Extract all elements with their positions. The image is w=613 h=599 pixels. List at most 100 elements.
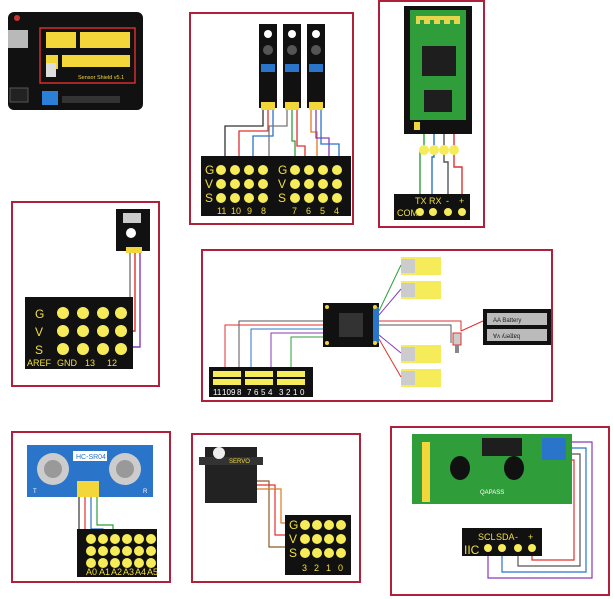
us-pin-a1: A1 (99, 567, 110, 577)
bluetooth-module (404, 6, 472, 134)
pin-label-5: 5 (320, 206, 325, 216)
pin-label-12: 12 (107, 358, 117, 368)
motor-pin-0: 0 (300, 388, 305, 397)
motor-pin-3: 3 (279, 388, 284, 397)
servo-label: SERVO (229, 459, 250, 465)
pin-label-11: 11 (217, 206, 226, 216)
line-tracking-header: G V S G V S 11 10 9 8 7 6 5 4 (201, 156, 351, 216)
iic-header: SCL SDA - + IIC (462, 528, 542, 557)
pin-label-8: 8 (261, 206, 266, 216)
pin-label-7: 7 (292, 206, 297, 216)
panel-lcd: QAPASS SCL SDA - + IIC (390, 426, 610, 596)
servo-label-g: G (289, 518, 298, 532)
lcd-module: QAPASS (412, 434, 572, 504)
battery-label: AA Battery (493, 318, 521, 324)
bluetooth-wires (419, 134, 463, 200)
motor-pin-2: 2 (286, 388, 291, 397)
label-s-2: S (278, 191, 286, 205)
panel-line-tracking: G V S G V S 11 10 9 8 7 6 5 4 (189, 12, 354, 225)
servo-header: G V S 3 2 1 0 (285, 515, 351, 575)
servo-label-v: V (289, 532, 297, 546)
motor-pin-4: 4 (268, 388, 273, 397)
servo-pin-0: 0 (338, 563, 343, 573)
lcd-pin-sda: SDA (496, 532, 515, 542)
bluetooth-pin-circles (419, 145, 459, 155)
line-sensor-module-1 (259, 24, 277, 110)
servo-pin-1: 1 (326, 563, 331, 573)
us-pin-a5: A5 (147, 567, 158, 577)
com-label: COM (397, 208, 418, 218)
lcd-pin-minus: - (515, 532, 518, 542)
driver-to-header-wires (224, 320, 323, 369)
sensor-header: G V S AREF GND 13 12 (25, 297, 133, 369)
panel-servo: SERVO G V S 3 2 1 0 (191, 433, 361, 583)
lcd-brand: QAPASS (480, 490, 504, 496)
sensor-label-s: S (35, 343, 43, 357)
line-sensor-module-3 (307, 24, 325, 110)
sensor-label-g: G (35, 307, 44, 321)
pin-label-tx: TX (415, 196, 427, 206)
sensor-shield: Sensor Shield v5.1 (39, 27, 136, 84)
pin-label-aref: AREF (27, 358, 52, 368)
servo-motor: SERVO (199, 447, 263, 503)
pin-label-13: 13 (85, 358, 95, 368)
servo-label-s: S (289, 546, 297, 560)
motor-4 (401, 369, 441, 387)
motor-wires (378, 264, 462, 378)
ultrasonic-module: HC-SR04 T R (27, 445, 153, 497)
ultrasonic-header: A0 A1 A2 A3 A4 A5 (77, 529, 158, 577)
motor-pin-1: 1 (293, 388, 298, 397)
pin-label-minus: - (446, 196, 449, 206)
motor-pin-10: 10 (222, 388, 231, 397)
panel-ultrasonic: HC-SR04 T R A0 A1 A2 A3 A4 A5 (11, 431, 171, 583)
servo-pin-2: 2 (314, 563, 319, 573)
motor-1 (401, 257, 441, 275)
motor-pin-9: 9 (231, 388, 236, 397)
us-pin-a4: A4 (135, 567, 146, 577)
ultrasonic-label: HC-SR04 (76, 454, 106, 461)
motor-pin-8: 8 (237, 388, 242, 397)
servo-pin-3: 3 (302, 563, 307, 573)
label-v: V (205, 177, 213, 191)
label-g: G (205, 163, 214, 177)
motor-pin-7: 7 (247, 388, 252, 397)
pin-label-rx: RX (429, 196, 442, 206)
servo-wires (257, 480, 287, 548)
pin-label-4: 4 (334, 206, 339, 216)
lcd-pin-plus: + (528, 532, 533, 542)
panel-sensor: G V S AREF GND 13 12 (11, 201, 160, 387)
shield-title: Sensor Shield v5.1 (78, 75, 124, 81)
label-s: S (205, 191, 213, 205)
motor-pin-6: 6 (254, 388, 259, 397)
sensor-label-v: V (35, 325, 43, 339)
panel-motor: AA Battery Ɐᴧ ʎɹəʇʇɐq 11 10 9 8 7 6 5 (201, 249, 553, 402)
ultrasonic-r: R (143, 489, 148, 495)
label-v-2: V (278, 177, 286, 191)
sensor-module (116, 209, 150, 253)
pin-label-6: 6 (306, 206, 311, 216)
motor-header: 11 10 9 8 7 6 5 4 3 2 1 0 (209, 367, 313, 397)
com-header: TX RX - + COM (394, 194, 470, 220)
label-g-2: G (278, 163, 287, 177)
battery-holder: AA Battery Ɐᴧ ʎɹəʇʇɐq (483, 309, 551, 345)
motor-2 (401, 281, 441, 299)
motor-pin-11: 11 (213, 388, 222, 397)
iic-label: IIC (464, 543, 480, 557)
motor-pin-5: 5 (261, 388, 266, 397)
us-pin-a0: A0 (86, 567, 97, 577)
pin-label-9: 9 (247, 206, 252, 216)
lcd-wires (487, 441, 593, 579)
pin-label-10: 10 (231, 206, 241, 216)
ultrasonic-t: T (33, 489, 37, 495)
power-switch (452, 332, 462, 353)
panel-bluetooth: TX RX - + COM (378, 0, 485, 228)
line-sensor-module-2 (283, 24, 301, 110)
pin-label-gnd: GND (57, 358, 78, 368)
battery-label-2: Ɐᴧ ʎɹəʇʇɐq (493, 333, 520, 340)
motor-driver-board (323, 303, 379, 347)
lcd-pin-scl: SCL (478, 532, 496, 542)
motor-3 (401, 345, 441, 363)
pin-label-plus: + (459, 196, 464, 206)
us-pin-a3: A3 (123, 567, 134, 577)
